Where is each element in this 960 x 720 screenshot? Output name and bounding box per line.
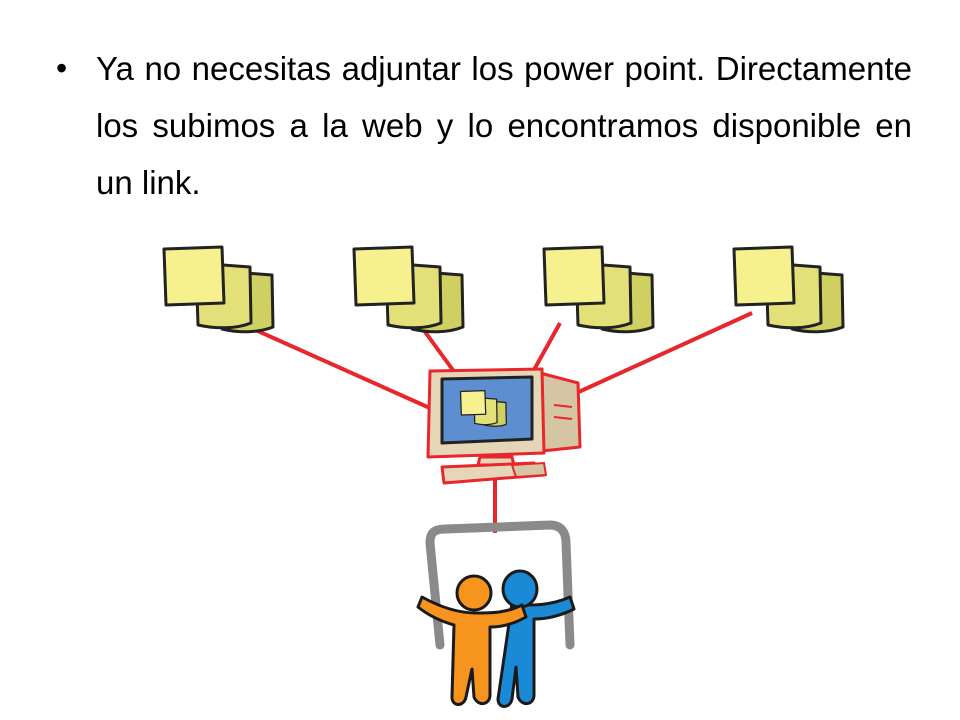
upload-diagram [162, 245, 845, 708]
document-stack-icon [542, 245, 655, 334]
slideshare-logo-icon [416, 520, 576, 708]
document-stack-icon [352, 245, 465, 334]
connector-lines [239, 311, 753, 533]
computer-icon [426, 367, 582, 485]
bullet-text: Ya no necesitas adjuntar los power point… [96, 50, 912, 201]
document-stack-icon [162, 245, 275, 334]
document-stack-icon [732, 245, 845, 334]
bullet-marker: • [56, 50, 68, 86]
bullet-item: • Ya no necesitas adjuntar los power poi… [56, 40, 912, 211]
